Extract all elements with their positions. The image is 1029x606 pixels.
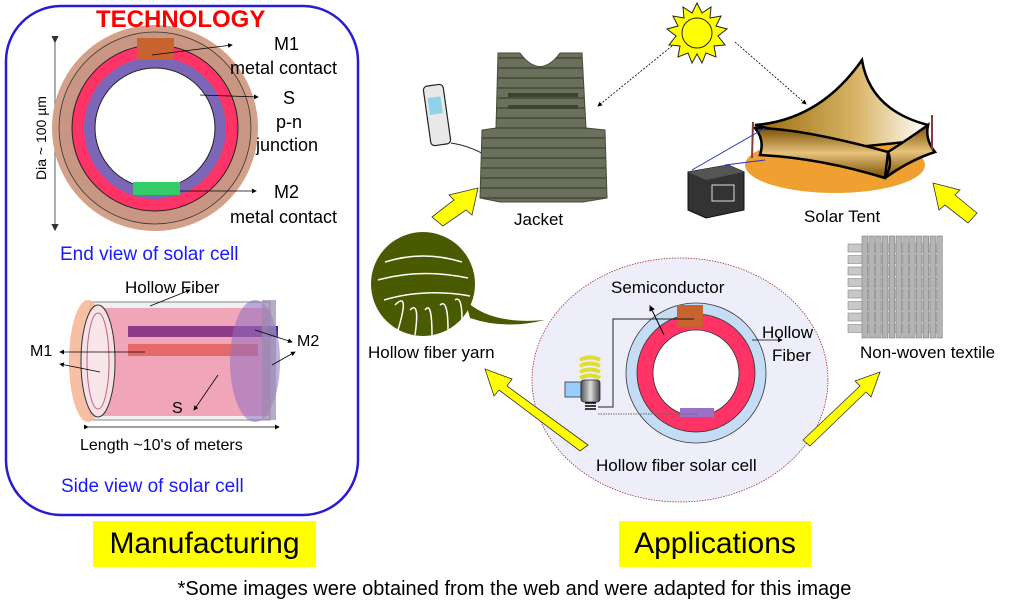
technology-title: TECHNOLOGY [96, 6, 266, 33]
manufacturing-label: Manufacturing [93, 521, 316, 567]
textile-warp-fiber [895, 235, 902, 339]
side-m2-label: M2 [297, 333, 320, 350]
end-view-cell [52, 25, 258, 231]
jacket-icon [479, 52, 608, 203]
s-desc-pn: p-n [276, 112, 303, 132]
s-label: S [283, 88, 296, 108]
length-label: Length ~10's of meters [80, 437, 243, 454]
arrow-cell-to-textile [802, 371, 881, 447]
solar-cell-caption: Hollow fiber solar cell [596, 456, 757, 475]
textile-warp-fiber [882, 235, 889, 339]
hollow-label: Hollow [762, 323, 814, 342]
battery-icon [687, 127, 766, 219]
non-woven-textile-icon [847, 235, 943, 339]
textile-warp-fiber [929, 235, 936, 339]
yarn-label: Hollow fiber yarn [368, 343, 495, 362]
arrow-textile-to-tent [932, 182, 978, 224]
arrow-cell-to-yarn [484, 368, 589, 452]
s-desc-junction: junction [256, 135, 319, 155]
textile-warp-fiber [861, 235, 868, 339]
solar-tent-label: Solar Tent [804, 207, 881, 226]
textile-warp-fiber [909, 235, 916, 339]
textile-warp-fiber [922, 235, 930, 339]
semiconductor-label: Semiconductor [611, 278, 725, 297]
hollow-fiber-label: Hollow Fiber [125, 278, 220, 297]
textile-warp-fiber [888, 235, 896, 339]
m2-desc: metal contact [230, 207, 338, 227]
arrow-yarn-to-jacket [431, 187, 479, 227]
jacket-label: Jacket [514, 210, 564, 229]
side-m1-label: M1 [30, 343, 53, 360]
m1-contact [137, 38, 174, 60]
textile-warp-fiber [868, 235, 875, 339]
solar-tent-icon [745, 56, 938, 193]
textile-warp-fiber [936, 235, 943, 339]
fiber-label: Fiber [772, 346, 811, 365]
end-view-caption: End view of solar cell [60, 244, 239, 265]
m2-label: M2 [274, 182, 300, 202]
app-cell-rings [625, 302, 767, 444]
m1-label: M1 [274, 34, 300, 54]
technology-panel-border [4, 4, 360, 517]
diameter-label: Dia ~ 100 µm [33, 96, 49, 180]
yellow-arrows [431, 182, 978, 452]
applications-label: Applications [619, 521, 811, 567]
yarn-ball-icon [371, 232, 545, 337]
m1-desc: metal contact [230, 58, 338, 78]
footnote: *Some images were obtained from the web … [177, 578, 852, 600]
light-bulb-icon [564, 355, 601, 410]
side-view-caption: Side view of solar cell [61, 476, 244, 497]
textile-label: Non-woven textile [860, 343, 996, 362]
textile-warp-fiber [875, 235, 882, 339]
textile-warp-fiber [916, 235, 923, 339]
side-s-label: S [172, 400, 183, 417]
sun-icon [665, 1, 729, 65]
m2-contact [133, 182, 180, 195]
cell-phone-icon [422, 83, 486, 156]
side-view-cell [69, 300, 280, 422]
textile-warp-fiber [902, 235, 909, 339]
